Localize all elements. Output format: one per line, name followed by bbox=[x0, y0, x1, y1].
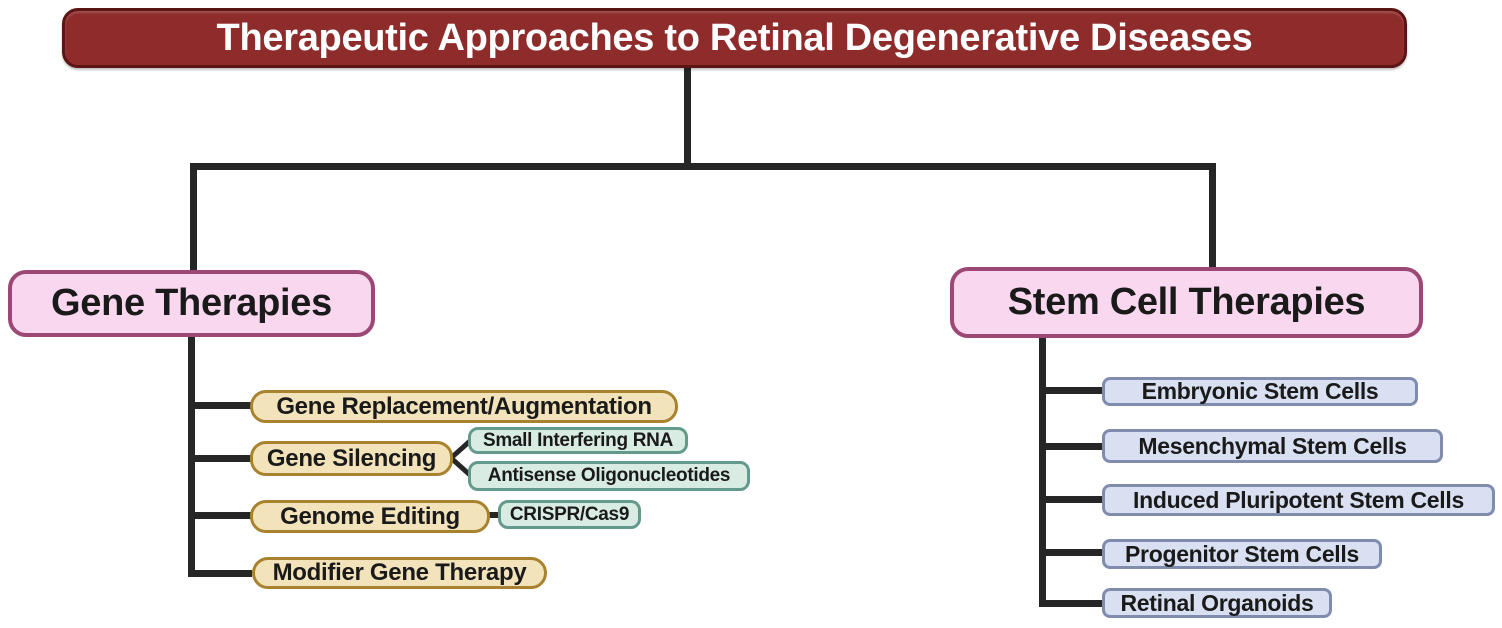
connector-horizontal-bar bbox=[190, 163, 1216, 170]
connector-tick-stem-3 bbox=[1039, 496, 1104, 503]
node-label: Gene Replacement/Augmentation bbox=[276, 392, 652, 420]
node-label: Mesenchymal Stem Cells bbox=[1138, 432, 1407, 459]
node-label: Modifier Gene Therapy bbox=[272, 559, 527, 586]
node-label: Progenitor Stem Cells bbox=[1125, 540, 1359, 567]
connector-title-stem bbox=[684, 68, 691, 166]
diagram-title-label: Therapeutic Approaches to Retinal Degene… bbox=[216, 16, 1253, 59]
connector-tick-stem-4 bbox=[1039, 549, 1104, 556]
branch-stem-cell-therapies: Stem Cell Therapies bbox=[950, 267, 1423, 338]
node-label: Embryonic Stem Cells bbox=[1141, 378, 1379, 404]
node-induced-pluripotent-stem-cells: Induced Pluripotent Stem Cells bbox=[1102, 484, 1495, 516]
node-label: Antisense Oligonucleotides bbox=[487, 465, 731, 486]
node-retinal-organoids: Retinal Organoids bbox=[1102, 588, 1332, 618]
branch-gene-therapies: Gene Therapies bbox=[8, 270, 375, 337]
connector-tick-gene-2 bbox=[188, 455, 252, 462]
node-gene-silencing: Gene Silencing bbox=[250, 441, 453, 476]
node-label: CRISPR/Cas9 bbox=[509, 503, 630, 525]
node-embryonic-stem-cells: Embryonic Stem Cells bbox=[1102, 377, 1418, 406]
connector-tick-gene-1 bbox=[188, 402, 252, 409]
node-label: Gene Silencing bbox=[266, 444, 437, 472]
node-genome-editing: Genome Editing bbox=[250, 500, 490, 533]
connector-trunk-stem bbox=[1039, 338, 1046, 604]
connector-tick-stem-2 bbox=[1039, 443, 1104, 450]
diagram-title: Therapeutic Approaches to Retinal Degene… bbox=[62, 8, 1407, 68]
branch-gene-therapies-label: Gene Therapies bbox=[51, 282, 332, 324]
branch-stem-cell-therapies-label: Stem Cell Therapies bbox=[1007, 281, 1366, 323]
node-progenitor-stem-cells: Progenitor Stem Cells bbox=[1102, 539, 1382, 569]
node-small-interfering-rna: Small Interfering RNA bbox=[468, 427, 688, 454]
node-label: Genome Editing bbox=[280, 502, 460, 530]
node-label: Small Interfering RNA bbox=[482, 429, 674, 451]
node-label: Retinal Organoids bbox=[1120, 589, 1314, 616]
node-gene-replacement-augmentation: Gene Replacement/Augmentation bbox=[250, 390, 678, 423]
node-mesenchymal-stem-cells: Mesenchymal Stem Cells bbox=[1102, 429, 1443, 463]
node-modifier-gene-therapy: Modifier Gene Therapy bbox=[252, 557, 547, 589]
node-antisense-oligonucleotides: Antisense Oligonucleotides bbox=[468, 461, 750, 491]
connector-crispr-dash bbox=[487, 512, 500, 518]
connector-tick-gene-3 bbox=[188, 512, 252, 519]
connector-drop-stem bbox=[1209, 163, 1216, 268]
connector-tick-gene-4 bbox=[188, 570, 252, 577]
connector-tick-stem-1 bbox=[1039, 387, 1104, 394]
node-label: Induced Pluripotent Stem Cells bbox=[1133, 486, 1464, 513]
connector-tick-stem-5 bbox=[1039, 600, 1104, 607]
connector-drop-gene bbox=[190, 163, 197, 270]
node-crispr-cas9: CRISPR/Cas9 bbox=[498, 500, 641, 529]
